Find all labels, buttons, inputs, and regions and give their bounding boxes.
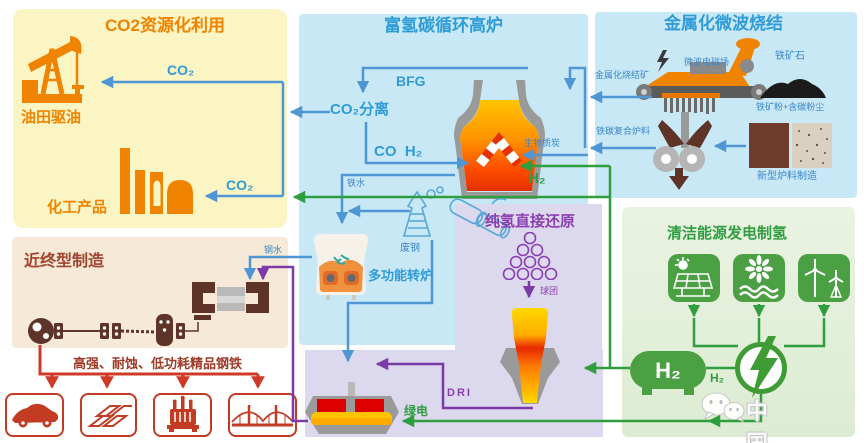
premium-steel-label: 高强、耐蚀、低功耗精品钢铁	[73, 356, 243, 371]
converter-label: 多功能转炉	[368, 268, 434, 283]
watermark: 中国宝武	[700, 392, 768, 443]
bfg-label: BFG	[396, 73, 426, 89]
h2-direct-reduction-title: 纯氢直接还原	[485, 213, 576, 230]
clean-energy-title: 清洁能源发电制氢	[667, 225, 788, 242]
chemical-plant-icon	[120, 148, 193, 214]
product-box-transformer	[153, 393, 212, 437]
pellets-icon	[502, 232, 558, 280]
shaft-furnace-icon	[500, 308, 560, 404]
co-h2-label: CO H₂	[374, 143, 423, 160]
brand-label: 中国宝武	[746, 399, 771, 443]
iron-ore-label: 铁矿石	[775, 51, 805, 62]
wind-tile	[798, 254, 850, 302]
metallized-sinter-label: 金属化烧结矿	[595, 70, 650, 80]
product-box-car	[5, 393, 64, 437]
converter-icon	[314, 233, 368, 300]
near-net-shape-title: 近终型制造	[24, 253, 105, 270]
transformer-icon	[167, 395, 199, 432]
iron-ore-pile-icon	[760, 79, 826, 98]
co2-flow-label-bottom: CO₂	[226, 177, 254, 193]
wechat-icon	[701, 392, 745, 423]
casting-line-icon	[28, 282, 269, 346]
h2-tank-icon: H₂	[630, 351, 706, 395]
ore-dust-label: 铁矿粉+含碳粉尘	[756, 102, 825, 112]
bridge-icon	[231, 405, 294, 427]
lightning-bolt-icon	[750, 336, 778, 398]
burden-blocks-icon	[749, 123, 832, 168]
molten-steel-label: 钢水	[264, 245, 283, 255]
wind-icon	[804, 259, 844, 298]
co2-flow-label-top: CO₂	[167, 62, 195, 78]
product-box-steel	[80, 393, 137, 437]
co2-separation-label: CO₂分离	[330, 101, 390, 118]
h2-small-label: H₂	[710, 371, 724, 385]
pellets-label: 球团	[540, 286, 559, 296]
ocean-energy-tile	[733, 254, 785, 302]
eaf-icon	[305, 382, 399, 434]
chemical-products-label: 化工产品	[47, 199, 108, 216]
co2-utilization-title: CO2资源化利用	[105, 16, 225, 35]
composite-burden-label: 铁碳复合炉料	[596, 126, 651, 136]
pumpjack-icon	[22, 36, 84, 103]
car-icon	[12, 403, 59, 428]
biomass-char-label: 生物质炭	[524, 138, 561, 148]
new-burden-label: 新型炉料制造	[757, 171, 817, 182]
solar-icon	[672, 257, 714, 297]
roller-press-icon	[681, 112, 689, 148]
microwave-field-label: 微波电磁场	[684, 57, 730, 67]
blast-furnace-title: 富氢碳循环高炉	[384, 16, 503, 35]
steel-sections-icon	[87, 405, 132, 427]
h2-injection-label: H₂	[528, 170, 546, 187]
ocean-energy-icon	[739, 255, 779, 299]
microwave-sintering-title: 金属化微波烧结	[664, 14, 783, 33]
lightning-icon	[657, 50, 669, 72]
solar-tile	[668, 254, 720, 302]
dri-label: DRI	[447, 387, 472, 399]
hot-metal-label: 铁水	[347, 178, 366, 188]
oilfield-label: 油田驱油	[21, 109, 82, 126]
sinter-machine-icon	[636, 38, 767, 190]
scrap-label: 废钢	[400, 243, 420, 254]
h2-tank-label: H₂	[655, 358, 681, 383]
product-box-bridge	[228, 393, 297, 437]
green-power-label: 绿电	[404, 404, 429, 418]
